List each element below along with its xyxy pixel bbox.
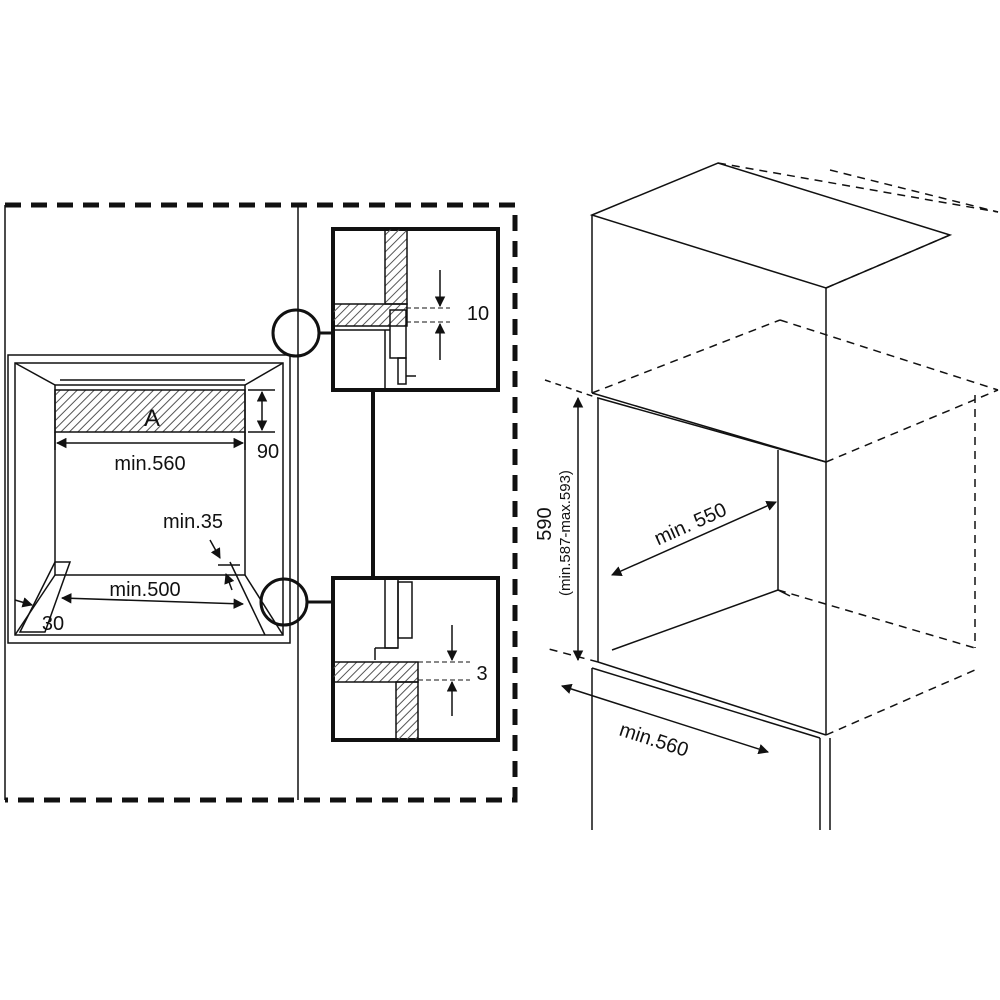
isometric-dimensions [561,396,777,755]
wood-shelf-vertical [395,681,419,741]
depth-label: min. 550 [651,499,730,550]
detail-box-bottom [331,576,500,742]
bottom-width-dimension-line [60,593,245,609]
detail-box-top [331,227,500,392]
dashed-outline [5,202,518,803]
wood-panel-horizontal [332,303,408,327]
zone-label: A [144,405,160,432]
cabinet-width-label: min.560 [617,719,691,762]
oven-niche [7,354,291,644]
cabinet-height-range-label: (min.587-max.593) [557,470,574,596]
detail-connectors [259,308,375,627]
bottom-width-label: min.500 [109,579,180,601]
height-label: 90 [257,441,279,463]
offset-label: 30 [42,613,64,635]
width-label: min.560 [114,453,185,475]
wood-shelf-horizontal [332,661,419,683]
isometric-view [544,162,999,830]
gap-arrow [209,539,221,559]
top-gap-label: 10 [467,303,489,325]
front-view [4,202,518,803]
detail-marker-top [271,308,321,358]
width-dimension-line-right [561,683,769,755]
bottom-ramp [18,561,72,633]
front-dimensions [14,389,275,609]
upper-cabinet-top [589,162,953,289]
oven-frame [14,362,284,636]
cabinet-height-label: 590 [534,507,556,540]
detail-marker-bottom [259,577,309,627]
bottom-gap-label: 3 [476,663,487,685]
wood-panel-vertical [384,228,408,305]
depth-dimension-line [611,501,777,576]
offset-arrow [14,597,34,608]
ventilation-zone [54,389,246,433]
oven-lip-bottom [397,581,413,639]
gap-label: min.35 [163,511,223,533]
